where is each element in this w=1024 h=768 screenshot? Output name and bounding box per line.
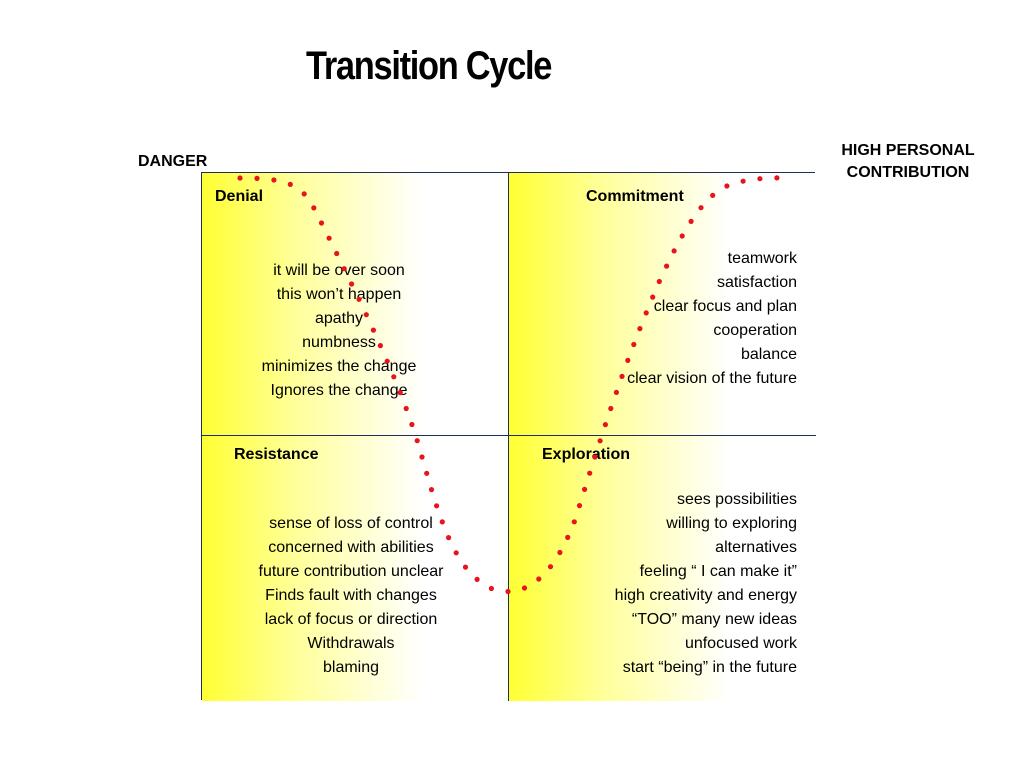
list-item: unfocused work: [684, 635, 797, 652]
list-item: apathy: [314, 310, 364, 327]
slide-title: Transition Cycle: [306, 44, 552, 88]
list-item: future contribution unclear: [258, 563, 444, 580]
quadrant-resistance: Resistance sense of loss of control conc…: [202, 436, 509, 701]
list-item: it will be over soon: [273, 262, 405, 279]
quadrant-title-denial: Denial: [215, 188, 264, 205]
list-item: cooperation: [713, 322, 797, 339]
high-contribution-label: HIGH PERSONAL CONTRIBUTION: [810, 140, 1006, 184]
list-item: clear vision of the future: [627, 370, 797, 387]
list-item: balance: [740, 346, 797, 363]
list-item: minimizes the change: [261, 358, 417, 375]
list-item: high creativity and energy: [614, 587, 797, 604]
quadrant-list-denial: it will be over soon this won’t happen a…: [224, 259, 454, 403]
quadrant-title-exploration: Exploration: [542, 446, 631, 463]
quadrant-exploration: Exploration sees possibilities willing t…: [509, 436, 816, 701]
list-item: sense of loss of control: [269, 515, 433, 532]
list-item: blaming: [322, 659, 380, 676]
list-item: start “being” in the future: [622, 659, 797, 676]
list-item: willing to exploring: [666, 515, 797, 532]
high-contribution-label-line1: HIGH PERSONAL: [841, 142, 975, 159]
list-item: numbness: [302, 334, 376, 351]
list-item: sees possibilities: [676, 491, 797, 508]
quadrant-list-resistance: sense of loss of control concerned with …: [230, 512, 472, 680]
list-item: concerned with abilities: [268, 539, 434, 556]
quadrant-commitment: Commitment teamwork satisfaction clear f…: [509, 173, 816, 436]
list-item: satisfaction: [716, 274, 797, 291]
list-item: “TOO” many new ideas: [631, 611, 797, 628]
quadrant-title-commitment: Commitment: [586, 188, 684, 205]
quadrant-title-resistance: Resistance: [234, 446, 319, 463]
list-item: Ignores the change: [270, 382, 408, 399]
list-item: this won’t happen: [276, 286, 402, 303]
list-item: Withdrawals: [307, 635, 395, 652]
quadrant-denial: Denial it will be over soon this won’t h…: [202, 173, 509, 436]
list-item: lack of focus or direction: [264, 611, 438, 628]
list-item: clear focus and plan: [653, 298, 797, 315]
quadrant-grid: Denial it will be over soon this won’t h…: [201, 172, 816, 701]
quadrant-list-commitment: teamwork satisfaction clear focus and pl…: [529, 247, 797, 391]
high-contribution-label-line2: CONTRIBUTION: [846, 164, 970, 181]
list-item: teamwork: [727, 250, 797, 267]
list-item: Finds fault with changes: [265, 587, 437, 604]
list-item: alternatives: [715, 539, 797, 556]
list-item: feeling “ I can make it”: [639, 563, 797, 580]
quadrant-list-exploration: sees possibilities willing to exploring …: [529, 488, 797, 680]
danger-label: DANGER: [138, 153, 208, 170]
